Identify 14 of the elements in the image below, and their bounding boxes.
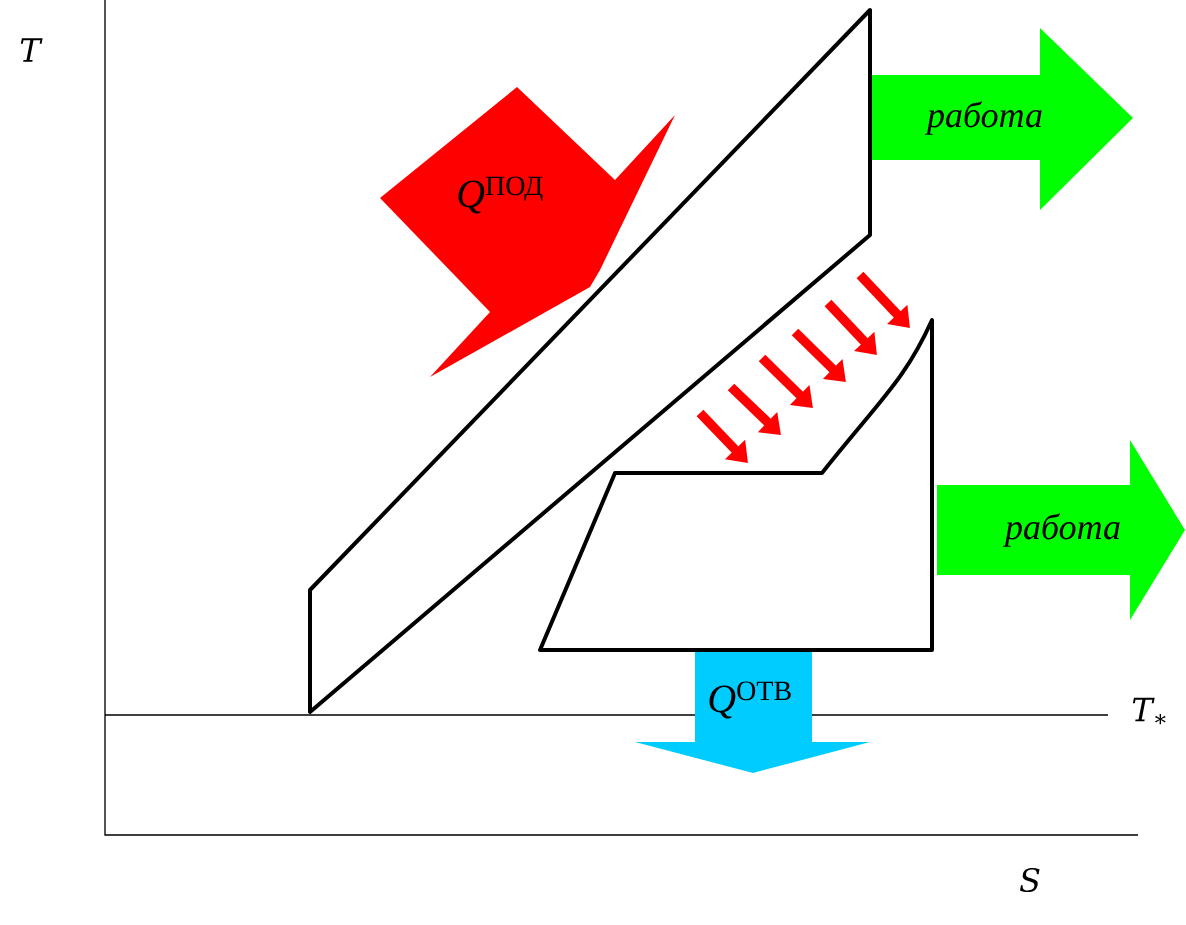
arrow xyxy=(727,383,781,435)
heat-flow-sign: Q$^{ОТВ}$ xyxy=(635,652,870,773)
work-flow-sign: работа xyxy=(872,28,1133,210)
arrow xyxy=(696,409,748,463)
heat-flow-sign: Q$^{ПОД}$ xyxy=(380,87,675,377)
cycle-outline xyxy=(538,318,934,652)
arrow xyxy=(758,354,813,408)
axis-label: T xyxy=(20,38,43,62)
arrow xyxy=(791,328,846,382)
axis-label: S xyxy=(1019,867,1040,893)
arrow xyxy=(856,271,910,328)
work-flow-sign: работа xyxy=(937,440,1185,620)
axis-label: T$_{∗}$ xyxy=(1132,697,1166,725)
arrow xyxy=(824,299,877,355)
